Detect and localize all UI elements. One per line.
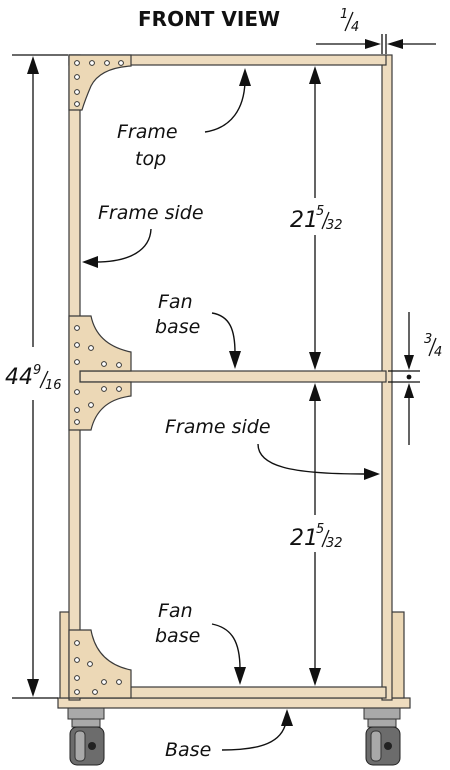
svg-text:44: 44 bbox=[5, 365, 33, 390]
gusset-middle bbox=[68, 315, 132, 431]
svg-text:5: 5 bbox=[316, 204, 324, 219]
lower-opening-dimension: 21 5 32 bbox=[290, 383, 343, 686]
label-base: Base bbox=[165, 739, 211, 761]
label-fan-base-upper-line2: base bbox=[155, 316, 200, 338]
overall-height-dimension: 44 9 16 bbox=[5, 54, 68, 699]
fan-base-thickness-dimension: 3 4 bbox=[388, 312, 442, 445]
svg-text:32: 32 bbox=[326, 218, 343, 233]
gusset-top bbox=[68, 54, 132, 111]
svg-text:1: 1 bbox=[340, 7, 348, 22]
label-frame-side-lower: Frame side bbox=[165, 416, 271, 438]
svg-text:4: 4 bbox=[434, 345, 442, 360]
svg-text:3: 3 bbox=[424, 332, 432, 347]
diagram-title: FRONT VIEW bbox=[138, 7, 280, 31]
gusset-bottom bbox=[68, 629, 132, 699]
label-fan-base-upper-line1: Fan bbox=[158, 291, 193, 313]
upper-opening-dimension: 21 5 32 bbox=[290, 66, 343, 370]
fan-base-upper bbox=[79, 370, 387, 383]
label-fan-base-lower-line2: base bbox=[155, 625, 200, 647]
top-thickness-dimension: 1 4 bbox=[316, 7, 436, 54]
svg-text:5: 5 bbox=[316, 522, 324, 537]
caster-right bbox=[363, 706, 401, 766]
svg-text:16: 16 bbox=[45, 378, 62, 393]
svg-text:21: 21 bbox=[290, 208, 318, 233]
svg-text:9: 9 bbox=[33, 363, 41, 378]
label-frame-side-upper: Frame side bbox=[98, 202, 204, 224]
base-board bbox=[57, 697, 411, 709]
caster-left bbox=[67, 706, 105, 766]
label-frame-top-line1: Frame bbox=[117, 121, 178, 143]
svg-text:4: 4 bbox=[351, 20, 359, 35]
svg-text:32: 32 bbox=[326, 536, 343, 551]
svg-text:21: 21 bbox=[290, 526, 318, 551]
label-frame-top-line2: top bbox=[135, 148, 166, 170]
label-fan-base-lower-line1: Fan bbox=[158, 600, 193, 622]
